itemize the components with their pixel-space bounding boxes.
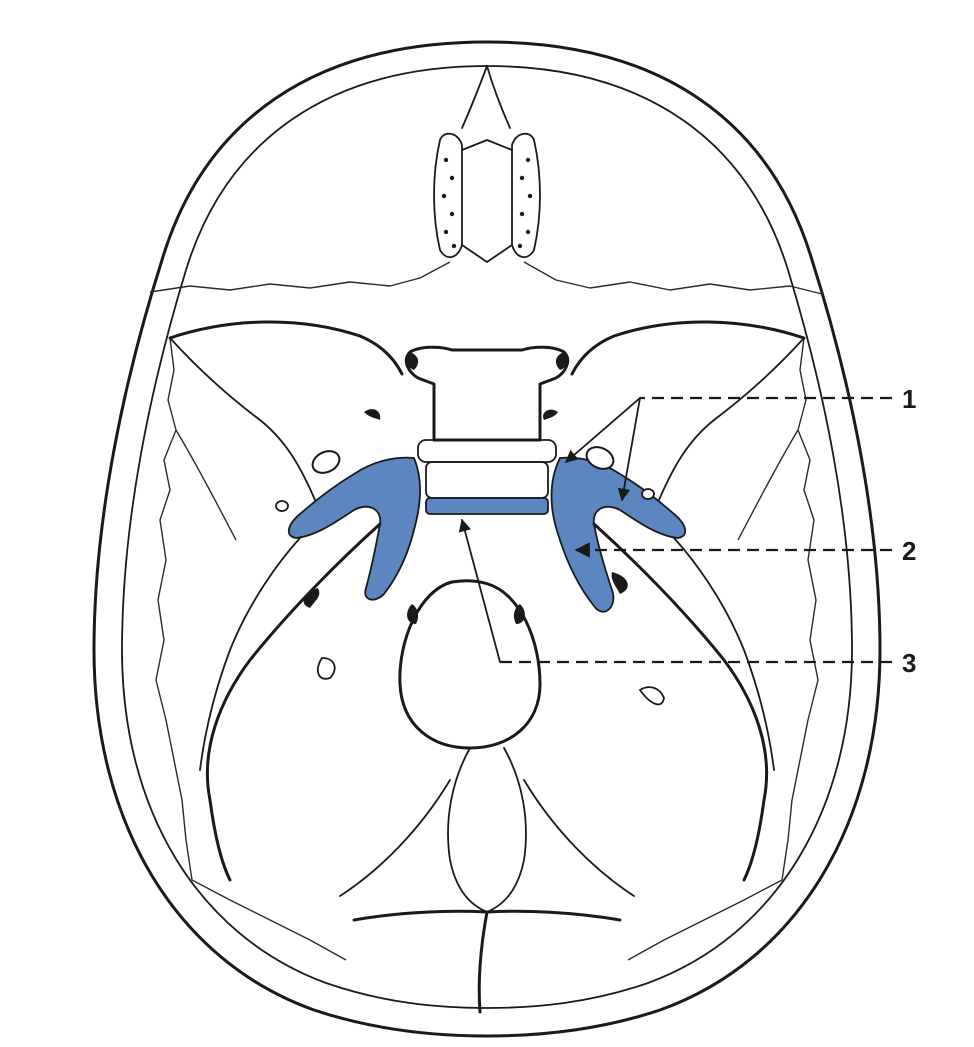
transverse-groove-left xyxy=(354,911,487,920)
frontal-crest xyxy=(462,66,487,128)
petrous-edge-left xyxy=(200,538,300,770)
frontal-crest-right xyxy=(487,66,510,128)
skull-outer-outline xyxy=(94,42,880,1036)
temporal-suture-right xyxy=(782,338,818,880)
sella-turcica xyxy=(406,347,567,440)
optic-canal-left xyxy=(364,409,380,420)
cribriform-plate xyxy=(434,134,540,262)
transverse-groove-right xyxy=(487,911,620,920)
acoustic-meatus-left xyxy=(304,588,320,608)
lesser-wing-left xyxy=(170,322,402,374)
spheno-occipital-band xyxy=(426,498,548,514)
dorsum-sellae xyxy=(418,440,556,462)
optic-canal-right xyxy=(543,410,558,420)
jugular-foramen-left xyxy=(318,658,335,679)
internal-occipital-crest xyxy=(448,748,526,912)
foramen-spinosum-right xyxy=(642,489,654,499)
hypoglossal-canal-left xyxy=(407,604,418,624)
squamous-suture-left xyxy=(176,430,236,540)
squamous-suture-right xyxy=(738,430,798,540)
lambdoid-suture-right xyxy=(628,880,782,960)
callout-label-3: 3 xyxy=(902,648,916,678)
petrous-edge-right xyxy=(674,538,774,770)
occipital-midline xyxy=(479,912,487,1012)
occipital-fossa-left xyxy=(340,780,450,896)
foramen-lacerum-left xyxy=(289,458,420,600)
occipital-fossa-right xyxy=(524,780,634,896)
lesser-wing-right xyxy=(572,322,804,374)
foramen-spinosum-left xyxy=(276,501,288,511)
lambdoid-suture-left xyxy=(192,880,346,960)
foramen-rotundum-left xyxy=(309,447,343,477)
callout-label-2: 2 xyxy=(902,536,916,566)
leader-3-arrow xyxy=(462,520,500,662)
sphenoid-ridge-left xyxy=(170,338,315,500)
frontosphenoid-suture xyxy=(150,262,822,294)
acoustic-meatus-right xyxy=(612,572,628,594)
clivus-upper xyxy=(426,462,548,498)
jugular-foramen-right xyxy=(640,687,664,704)
sphenoid-ridge-right xyxy=(659,338,804,500)
temporal-suture-left xyxy=(156,338,192,880)
callout-label-1: 1 xyxy=(902,384,916,414)
skull-inner-outline xyxy=(122,66,852,1008)
petrous-ridge-left xyxy=(207,524,380,880)
hypoglossal-canal-right xyxy=(514,604,525,624)
